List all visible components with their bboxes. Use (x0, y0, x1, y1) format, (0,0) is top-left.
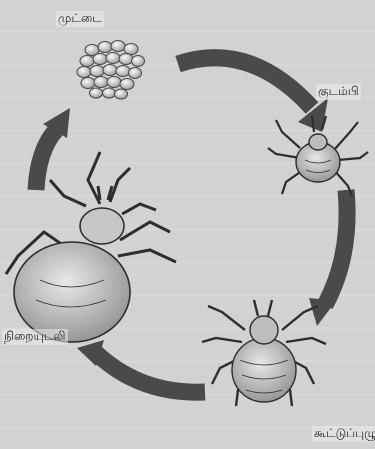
stage-label-adult: நிறையுடலி (2, 329, 68, 345)
stage-label-nymph: கூட்டுப்புழு (312, 426, 375, 442)
cycle-arrow-nymph-to-adult (77, 340, 205, 392)
egg-cluster (77, 41, 145, 100)
nymph-illustration (202, 300, 326, 406)
cycle-arrow-larva-to-nymph (309, 190, 347, 326)
cycle-arrow-adult-to-egg (36, 108, 70, 190)
cycle-arrow-egg-to-larva (178, 58, 328, 132)
stage-label-larva: குடம்பி (316, 84, 361, 100)
stage-label-egg: முட்டை (56, 11, 104, 27)
